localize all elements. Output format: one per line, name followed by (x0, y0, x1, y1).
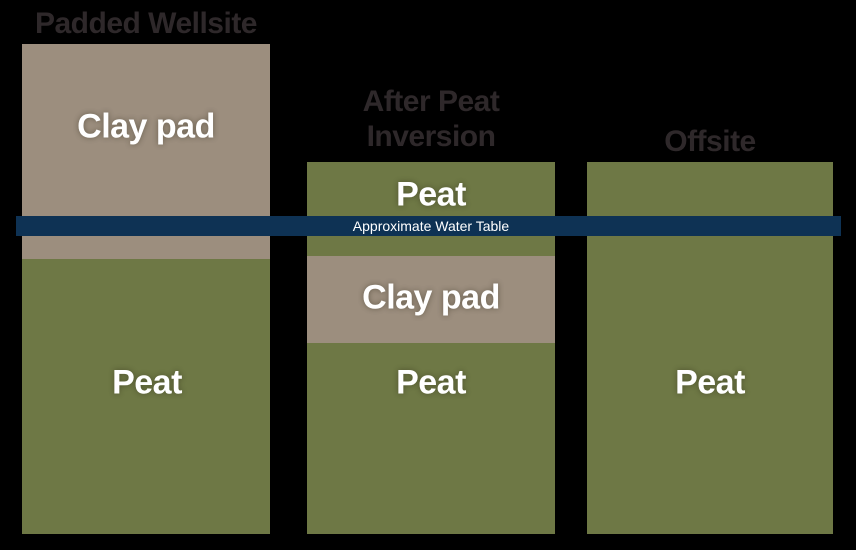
column-title-offsite: Offsite (664, 125, 756, 158)
inversion-peat-top-layer (307, 162, 555, 256)
padded-wellsite-peat-label: Peat (112, 363, 182, 402)
water-table-band: Approximate Water Table (16, 216, 841, 236)
inversion-peat-bottom-layer (307, 343, 555, 534)
offsite-peat-label: Peat (675, 363, 745, 402)
inversion-clay-pad-label: Clay pad (362, 278, 500, 317)
column-title-padded-wellsite: Padded Wellsite (34, 7, 258, 40)
water-table-label: Approximate Water Table (352, 218, 510, 234)
padded-wellsite-clay-pad-label: Clay pad (77, 107, 215, 146)
inversion-peat-bottom-label: Peat (396, 363, 466, 402)
padded-wellsite-peat-layer (22, 259, 270, 534)
column-title-after-peat-inversion: After Peat Inversion (362, 85, 500, 153)
inversion-peat-top-label: Peat (396, 175, 466, 214)
inversion-clay-pad-layer (307, 256, 555, 343)
